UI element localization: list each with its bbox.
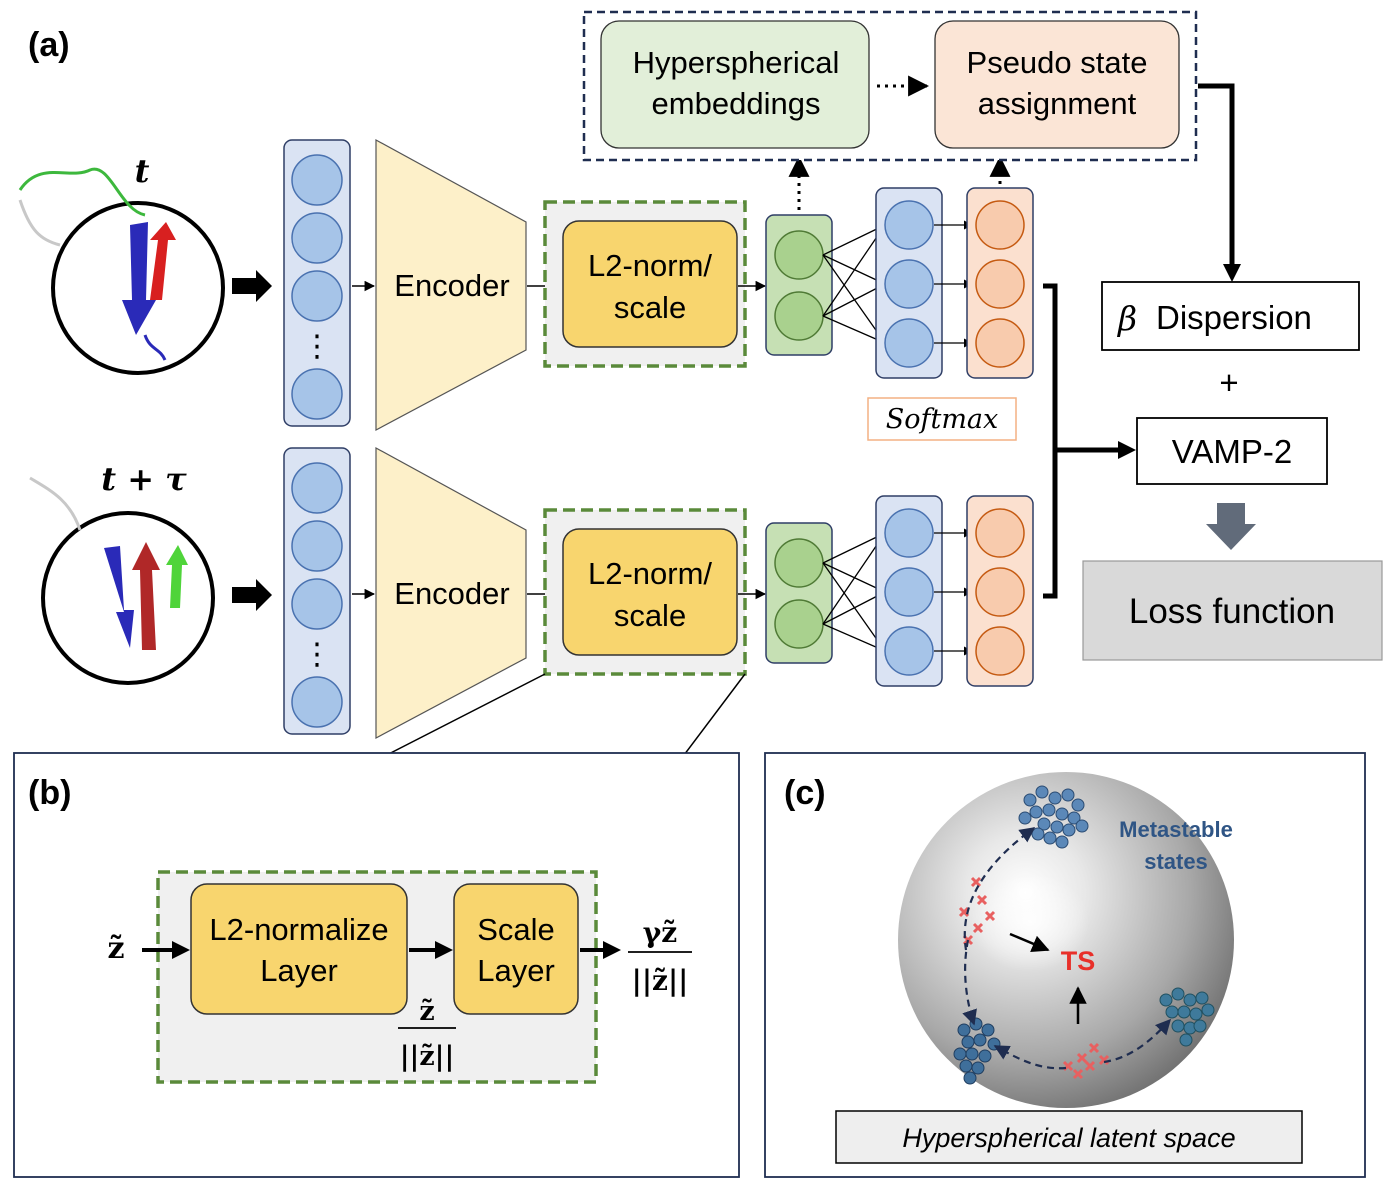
- protein-structure-t-tau: [29, 476, 215, 685]
- scale-layer-box: [453, 883, 579, 1015]
- time-label-t: t: [135, 152, 150, 190]
- merge-bracket: [1043, 283, 1058, 599]
- metastable-cluster-top: [1018, 785, 1089, 849]
- norm-scale-label-top-line2: scale: [614, 290, 686, 325]
- panel-b-input-symbol: z̃: [107, 931, 124, 966]
- input-layer-bottom: [283, 447, 351, 735]
- hyperspherical-embeddings-box: [600, 20, 870, 149]
- frac-mid-denominator: ||z̃||: [400, 1041, 455, 1072]
- frac-out-numerator: γz̃: [643, 916, 677, 949]
- output-layer-top: [875, 187, 943, 379]
- vamp2-box: [1136, 417, 1328, 485]
- plus-sign: +: [1219, 364, 1238, 401]
- encoder-label-top: Encoder: [394, 268, 509, 303]
- metastable-cluster-left: [953, 1017, 1001, 1085]
- arrow-to-dispersion: [1198, 83, 1235, 266]
- loss-function-box: [1082, 560, 1383, 661]
- encoder-shape-bottom: [375, 446, 527, 739]
- panel-c-caption: Hyperspherical latent space: [902, 1123, 1235, 1153]
- input-layer-top: [283, 139, 351, 427]
- arrow-to-loss: [1206, 503, 1256, 550]
- dense-connections-bottom: [822, 532, 886, 652]
- beta-symbol: β: [1116, 299, 1137, 338]
- output-layer-bottom: [875, 495, 943, 687]
- norm-scale-label-bottom-line1: L2-norm/: [588, 556, 712, 591]
- softmax-label-box: [867, 397, 1017, 441]
- panel-b-label: (b): [28, 774, 71, 812]
- metastable-cluster-right: [1159, 987, 1215, 1047]
- transition-state-markers-bottom: [1062, 1042, 1110, 1080]
- frac-out-denominator: ||z̃||: [632, 964, 689, 997]
- arrow-to-vamp2: [1118, 441, 1136, 459]
- norm-scale-label-top-line1: L2-norm/: [588, 248, 712, 283]
- latent-layer-bottom: [765, 522, 833, 664]
- pseudo-state-line2: assignment: [978, 86, 1137, 121]
- l2-normalize-line1: L2-normalize: [209, 912, 388, 947]
- hyperspherical-embeddings-line1: Hyperspherical: [633, 45, 840, 80]
- panel-c-caption-box: [835, 1110, 1303, 1164]
- scale-layer-line1: Scale: [477, 912, 555, 947]
- metastable-label-line2: states: [1144, 849, 1208, 874]
- panel-a-label: (a): [28, 26, 70, 64]
- transition-path-bottom-right: [1103, 1018, 1172, 1064]
- transition-path-bottom-left: [993, 1045, 1067, 1070]
- scale-layer-line2: Layer: [477, 953, 555, 988]
- arrow-protein-to-input-top: [232, 270, 272, 302]
- frac-mid-numerator: z̃: [419, 996, 434, 1027]
- softmax-label: Softmax: [886, 404, 999, 435]
- arrow-protein-to-input-bottom: [232, 579, 272, 611]
- ts-label: TS: [1061, 946, 1096, 976]
- transition-path-left: [962, 939, 977, 1026]
- time-label-t-tau: t + τ: [101, 460, 187, 498]
- panel-c-label: (c): [784, 774, 826, 812]
- loss-function-label: Loss function: [1129, 592, 1335, 631]
- pseudo-state-line1: Pseudo state: [967, 45, 1148, 80]
- norm-scale-block-top: [562, 220, 738, 348]
- metastable-label-line1: Metastable: [1119, 817, 1233, 842]
- softmax-layer-top: [966, 187, 1034, 379]
- input-ellipsis-top: ⋮: [302, 330, 332, 363]
- beta-dispersion-box: [1101, 281, 1360, 351]
- dense-connections-top: [822, 224, 886, 344]
- norm-scale-label-bottom-line2: scale: [614, 598, 686, 633]
- encoder-shape-top: [375, 138, 527, 431]
- l2-normalize-line2: Layer: [260, 953, 338, 988]
- transition-path-top: [963, 827, 1036, 951]
- hypersphere-highlight: [940, 850, 1120, 1000]
- protein-structure-t: [18, 167, 225, 375]
- norm-scale-block-bottom: [562, 528, 738, 656]
- hyperspherical-embeddings-line2: embeddings: [652, 86, 821, 121]
- ts-arrow-left: [1009, 932, 1050, 952]
- dispersion-label: Dispersion: [1156, 299, 1312, 336]
- pseudo-state-box: [934, 20, 1180, 149]
- softmax-layer-bottom: [966, 495, 1034, 687]
- vamp2-label: VAMP-2: [1172, 433, 1292, 470]
- input-ellipsis-bottom: ⋮: [302, 638, 332, 671]
- latent-layer-top: [765, 214, 833, 356]
- l2-normalize-layer-box: [190, 883, 408, 1015]
- encoder-label-bottom: Encoder: [394, 576, 509, 611]
